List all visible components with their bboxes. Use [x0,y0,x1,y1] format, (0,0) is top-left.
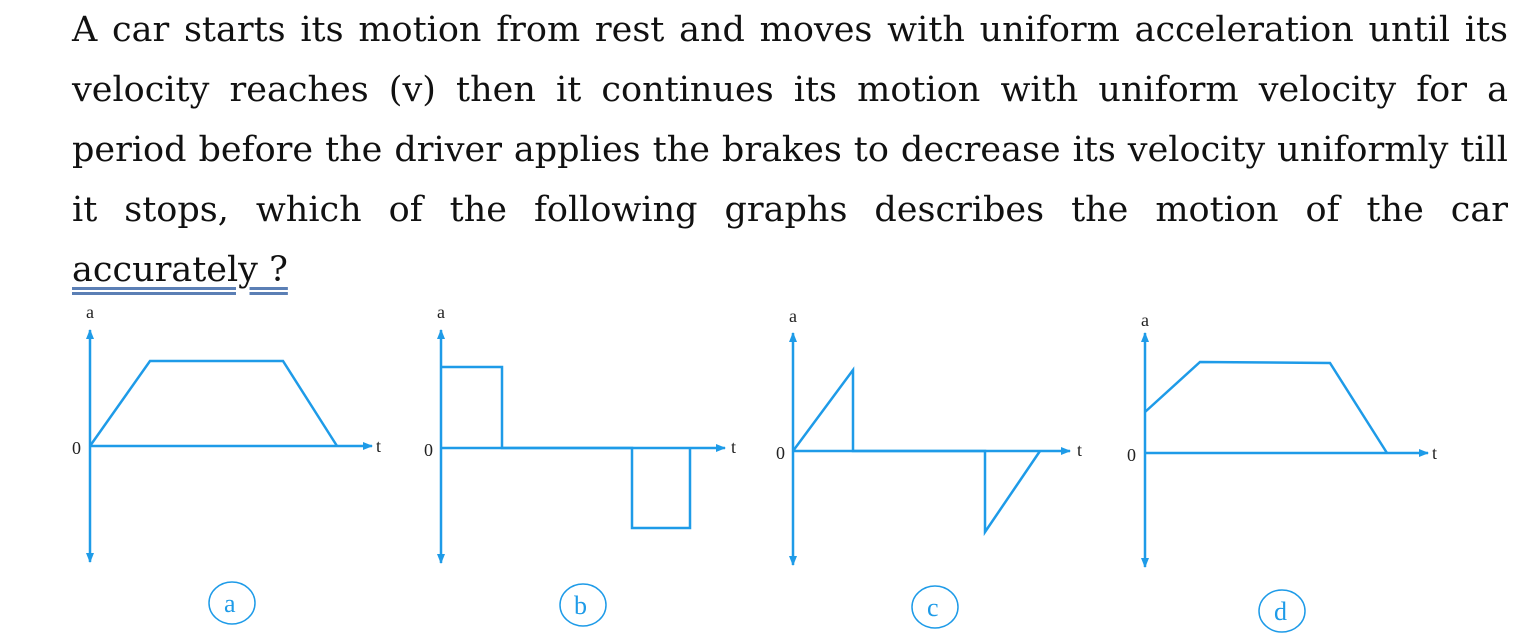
graph-a [86,329,373,563]
underlined-word: accurately ? [72,250,288,290]
graph-b [437,329,726,564]
option-circle [911,585,959,629]
option-label: d [1274,597,1287,626]
graph-c [789,332,1071,566]
origin-label: 0 [776,443,785,463]
option-label: c [927,593,939,622]
origin-label: 0 [424,440,433,460]
x-label: t [731,437,736,457]
y-label: a [1141,310,1149,330]
option-label: a [224,589,236,618]
x-label: t [1432,443,1437,463]
curve [441,365,692,530]
origin-label: 0 [72,438,81,458]
x-label: t [376,436,381,456]
graph-d [1141,332,1429,568]
y-label: a [789,306,797,326]
origin-label: 0 [1127,445,1136,465]
x-label: t [1077,440,1082,460]
curve [1144,360,1389,454]
option-label: b [574,591,587,620]
question-body: A car starts its motion from rest and mo… [72,10,1508,230]
y-label: a [437,302,445,322]
curve [88,359,339,447]
question-text: A car starts its motion from rest and mo… [72,0,1508,300]
curve [791,366,1042,537]
option-circle [559,583,607,627]
y-label: a [86,302,94,322]
option-circle [1258,589,1306,633]
option-circle [208,581,256,625]
